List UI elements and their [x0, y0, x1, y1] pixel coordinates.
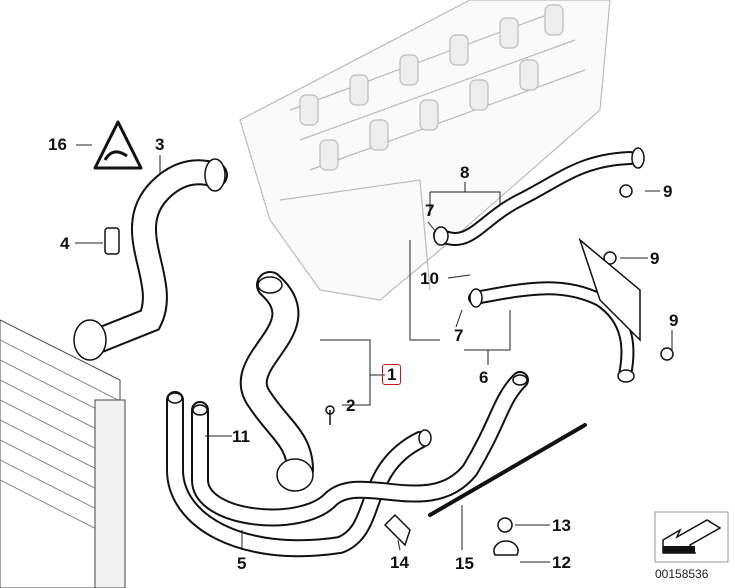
callout-7[interactable]: 7	[454, 326, 464, 345]
callout-14[interactable]: 14	[390, 553, 409, 572]
document-number: 00158536	[655, 567, 709, 581]
callout-16[interactable]: 16	[48, 135, 67, 154]
callout-8[interactable]: 8	[460, 163, 470, 182]
callout-10[interactable]: 10	[420, 269, 439, 288]
direction-arrow-icon	[654, 511, 729, 563]
hose-fittings	[73, 147, 674, 556]
callout-15[interactable]: 15	[455, 554, 474, 573]
radiator	[0, 319, 126, 588]
callout-9[interactable]: 9	[663, 182, 673, 201]
callout-7[interactable]: 7	[425, 201, 435, 220]
callout-5[interactable]: 5	[237, 554, 247, 573]
callout-9[interactable]: 9	[650, 249, 660, 268]
callout-2[interactable]: 2	[346, 396, 356, 415]
callout-11[interactable]: 11	[232, 427, 250, 446]
callout-12[interactable]: 12	[552, 553, 571, 572]
engine-cylinder-head	[239, 0, 611, 301]
callout-3[interactable]: 3	[155, 135, 165, 154]
callout-1-selected[interactable]: 1	[382, 364, 402, 385]
callout-6[interactable]: 6	[479, 368, 489, 387]
callout-4[interactable]: 4	[60, 234, 70, 253]
callout-9[interactable]: 9	[669, 311, 679, 330]
leader-lines	[75, 144, 673, 563]
callout-13[interactable]: 13	[552, 516, 571, 535]
warning-triangle-icon	[93, 120, 143, 170]
